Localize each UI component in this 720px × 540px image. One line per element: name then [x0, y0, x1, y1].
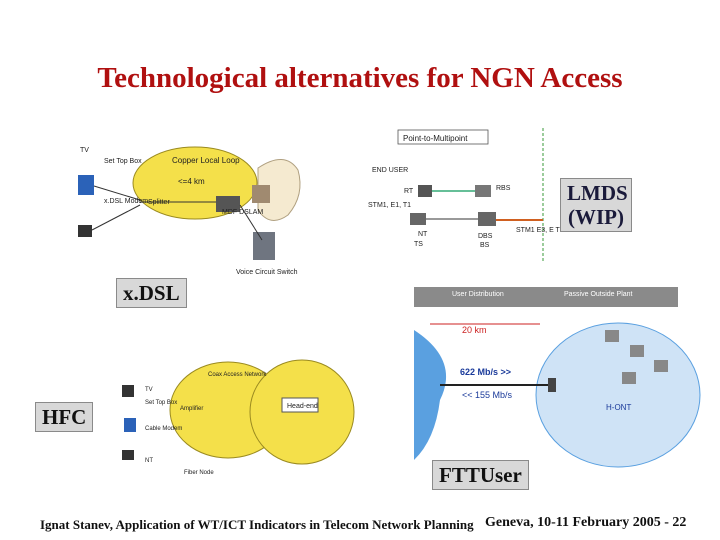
ftt-header-bar: [414, 287, 678, 307]
lmds-label: LMDS (WIP): [560, 178, 632, 233]
rbs-icon: [475, 185, 491, 197]
point-label: Point-to-Multipoint: [403, 134, 468, 143]
copper-label: Copper Local Loop: [172, 156, 240, 165]
network-cloud: [257, 159, 301, 221]
stm-label: STM1, E1, T1: [368, 202, 411, 209]
fiber-node-label: Fiber Node: [184, 470, 214, 476]
ftt-header-right: Passive Outside Plant: [564, 291, 633, 298]
hfc-tv-label: TV: [145, 387, 153, 393]
tv-icon: [122, 385, 134, 397]
house-icon: [605, 330, 619, 342]
amplifier-label: Amplifier: [180, 406, 203, 412]
splitter-icon: [548, 378, 556, 392]
point-box: [397, 129, 489, 145]
onu-label: H-ONT: [606, 403, 631, 412]
hfc-diagram: TV Set Top Box Amplifier Coax Access Net…: [122, 359, 355, 476]
ftt-distance: 20 km: [462, 325, 487, 335]
switch-label: Voice Circuit Switch: [236, 269, 298, 276]
xdsl-diagram: TV Set Top Box Copper Local Loop <=4 km …: [78, 146, 301, 276]
headend-label: Head-end: [287, 403, 318, 410]
ts-label: TS: [414, 241, 423, 248]
olt-circle: [414, 330, 447, 460]
hfc-label: HFC: [35, 402, 94, 433]
slide-title: Technological alternatives for NGN Acces…: [97, 62, 623, 94]
phone-icon: [78, 225, 92, 237]
ftt-header-left: User Distribution: [452, 291, 504, 298]
dslam-icon: [216, 196, 240, 212]
ftt-down: 622 Mb/s >>: [460, 367, 511, 377]
ftt-up: << 155 Mb/s: [462, 390, 513, 400]
house-icon: [622, 372, 636, 384]
fttuser-label: FTTUser: [432, 460, 529, 491]
mdf-icon: [252, 185, 270, 203]
splitter-label: Splitter: [148, 199, 170, 206]
onu-circle: [535, 322, 701, 468]
settop-label: Set Top Box: [104, 158, 142, 165]
rbs-label: RBS: [496, 185, 511, 192]
link-line: [93, 185, 141, 201]
stm2-label: STM1 E3, E T1: [516, 227, 564, 234]
modem-label: x.DSL Modem: [104, 198, 148, 205]
lmds-diagram: Point-to-Multipoint END USER RT RBS STM1…: [368, 128, 564, 262]
headend-box: [281, 397, 319, 413]
hfc-nt-label: NT: [145, 458, 153, 464]
pc-icon: [124, 418, 136, 432]
coax-label: Coax Access Network: [208, 372, 267, 378]
switch-icon: [253, 232, 275, 260]
cable-modem-label: Cable Modem: [145, 426, 182, 432]
rt-label: RT: [404, 188, 414, 195]
rt-antenna-icon: [418, 185, 432, 197]
nt-label: NT: [418, 231, 428, 238]
house-icon: [654, 360, 668, 372]
footer-event: Geneva, 10-11 February 2005 - 22: [485, 515, 687, 530]
xdsl-label: x.DSL: [116, 278, 187, 309]
hfc-settop-label: Set Top Box: [145, 400, 177, 406]
dbs-label: DBS: [478, 233, 493, 240]
pc-icon: [78, 175, 94, 195]
nt-icon: [410, 213, 426, 225]
house-icon: [630, 345, 644, 357]
link-line: [91, 204, 141, 231]
end-user-label: END USER: [372, 167, 408, 174]
ftt-diagram: User Distribution Passive Outside Plant …: [414, 287, 701, 468]
link-line: [239, 204, 263, 241]
dbs-icon: [478, 212, 496, 226]
footer-author: Ignat Stanev, Application of WT/ICT Indi…: [40, 517, 474, 532]
phone-icon: [122, 450, 134, 460]
bs-label: BS: [480, 242, 490, 249]
distance-label: <=4 km: [178, 177, 205, 186]
tv-label: TV: [80, 147, 89, 154]
dslam-label: MDF DSLAM: [222, 209, 263, 216]
